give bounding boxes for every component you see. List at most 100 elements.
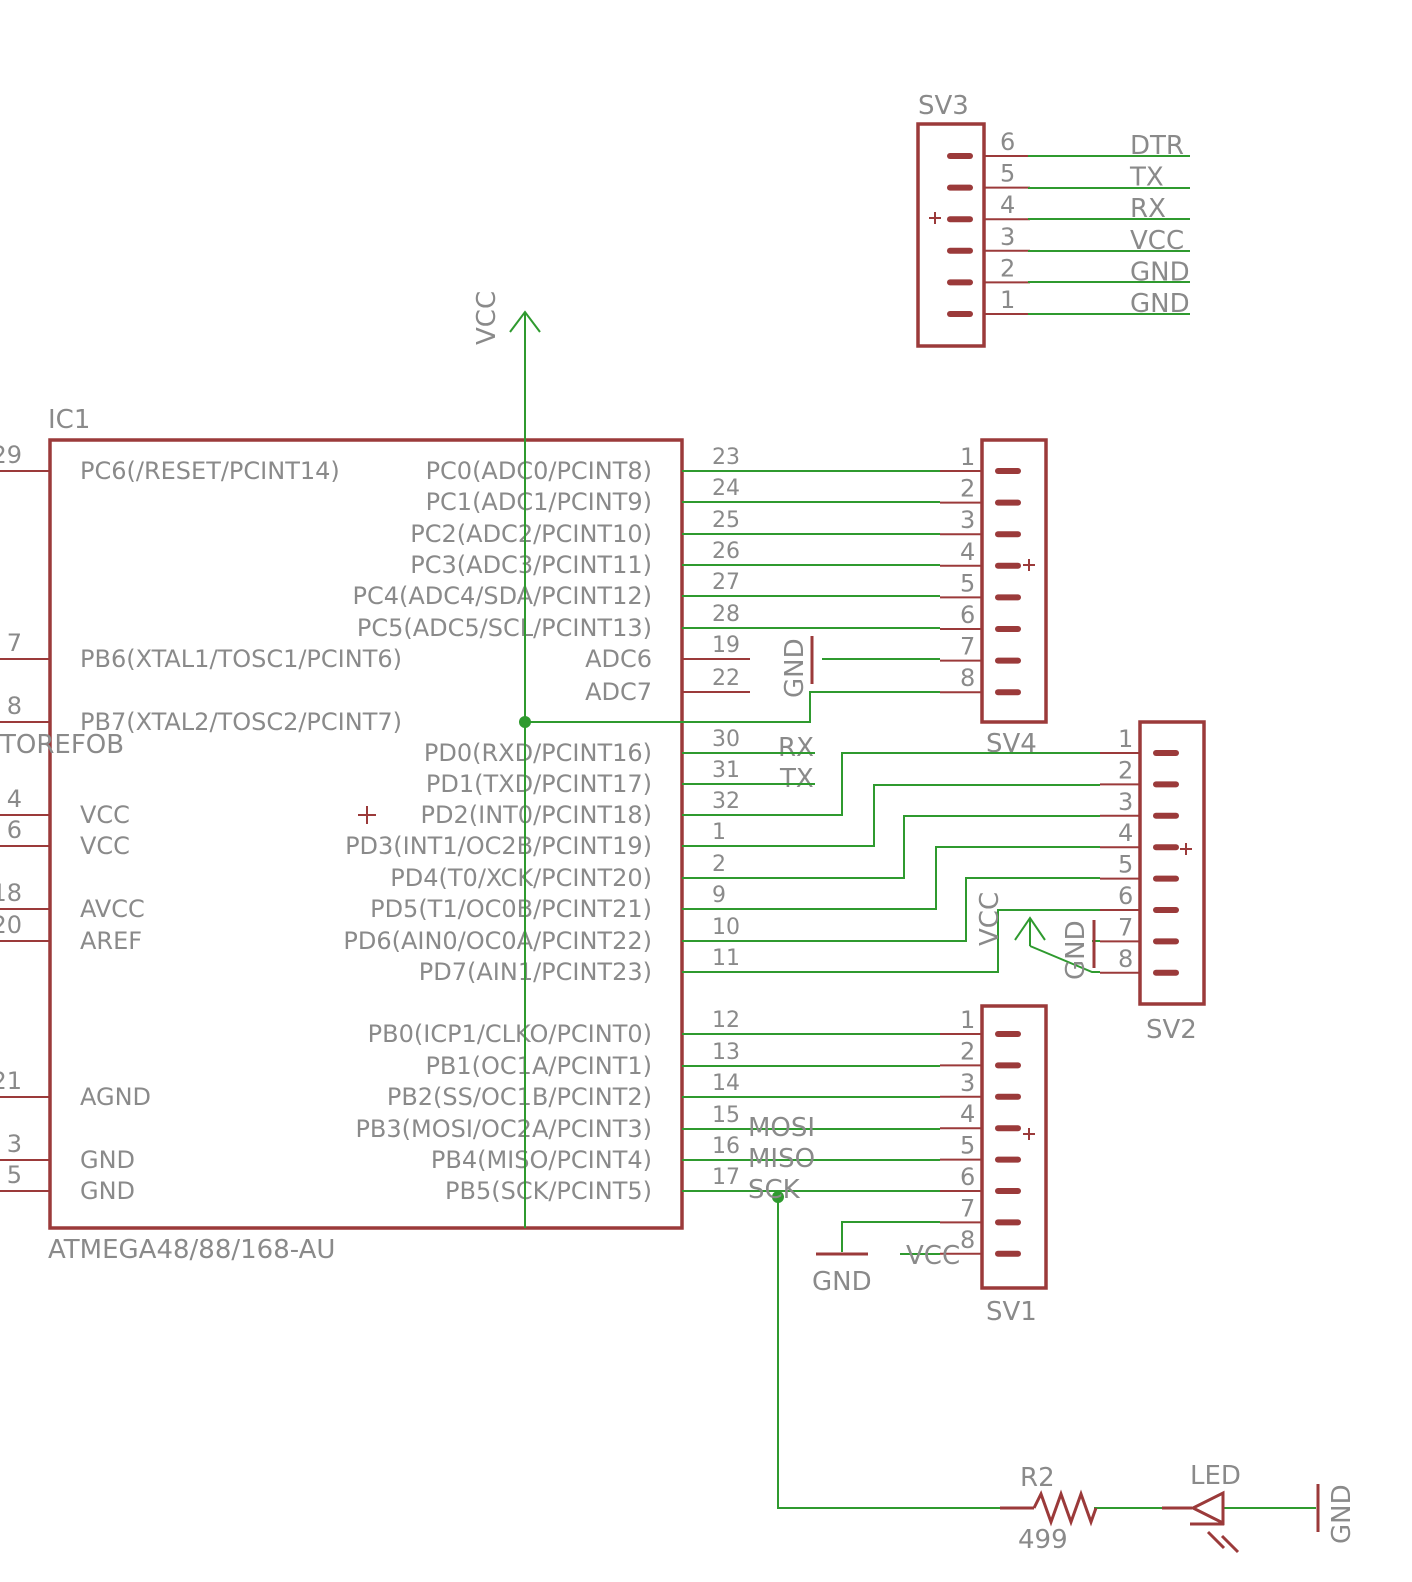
ic1-left-pin-label: AGND [80, 1083, 151, 1111]
ic1-right-pin-number: 26 [712, 539, 740, 564]
ic1-right-pin-number: 22 [712, 666, 740, 691]
ic1-right-pin-number: 25 [712, 508, 740, 533]
sv1-pin-number: 1 [960, 1006, 975, 1034]
ic1-right-pin-label: PD2(INT0/PCINT18) [421, 801, 652, 829]
ic1-right-pin-label: PC2(ADC2/PCINT10) [410, 520, 652, 548]
ic1-left-pin-label: AREF [80, 927, 142, 955]
sv3-net-label: RX [1130, 194, 1166, 224]
ic1-left-pins: 29PC6(/RESET/PCINT14)7PB6(XTAL1/TOSC1/PC… [0, 441, 402, 1205]
gnd-sv1-label: GND [812, 1267, 872, 1297]
net-label-mosi: MOSI [748, 1113, 815, 1143]
ic1-right-pin-label: PB2(SS/OC1B/PCINT2) [387, 1083, 652, 1111]
ic1-right-pin-number: 14 [712, 1071, 740, 1096]
ic1-left-pin-number: 29 [0, 441, 22, 469]
ic1-right-pin-label: PD0(RXD/PCINT16) [424, 739, 652, 767]
sv1-name: SV1 [986, 1297, 1037, 1327]
ic1-right-pin-label: ADC6 [585, 645, 652, 673]
sv2-pin-number: 6 [1118, 882, 1133, 910]
ic1-right-pin-number: 24 [712, 476, 740, 501]
sv1-pin-number: 4 [960, 1100, 975, 1128]
ic1-left-pin-label: GND [80, 1146, 135, 1174]
sv3-pin-number: 2 [1000, 254, 1015, 282]
sv3-pin-number: 3 [1000, 223, 1015, 251]
ic1-right-pin-number: 13 [712, 1040, 740, 1065]
vcc-sv2-label: VCC [975, 892, 1005, 946]
sv4-pin-number: 7 [960, 633, 975, 661]
wire-vcc-sv4-8 [525, 691, 940, 723]
ic1-right-pin-label: PD6(AIN0/OC0A/PCINT22) [343, 927, 652, 955]
ic1-right-pin-label: PB4(MISO/PCINT4) [431, 1146, 652, 1174]
ic1-left-pin-number: 4 [7, 785, 22, 813]
led-light-arrow [1206, 1530, 1226, 1550]
sv4-pin-number: 2 [960, 475, 975, 503]
gnd-supply-sv4: GND [780, 636, 814, 698]
ic1-right-pin-label: PB5(SCK/PCINT5) [445, 1177, 652, 1205]
sv1-pin-number: 3 [960, 1069, 975, 1097]
ic1-right-pin-number: 1 [712, 820, 726, 845]
ic1-left-pin-number: 6 [7, 816, 22, 844]
sv3-net-label: VCC [1130, 226, 1184, 256]
ic1-right-pin-number: 9 [712, 883, 726, 908]
vcc-supply-top: VCC [472, 291, 541, 1228]
ic1-body [48, 438, 684, 1230]
ic1-right-pin-number: 11 [712, 946, 740, 971]
net-labels: RX TX MOSI MISO SCK VCC [682, 733, 960, 1271]
net-label-miso: MISO [748, 1144, 815, 1174]
sv2-body [1138, 720, 1206, 1006]
wires [519, 155, 1316, 1509]
ic1-right-pin-number: 10 [712, 915, 740, 940]
sv3-pin-number: 5 [1000, 160, 1015, 188]
sv1-pin-number: 7 [960, 1194, 975, 1222]
ic1-right-pin-label: PD5(T1/OC0B/PCINT21) [370, 895, 652, 923]
ic1-right-pin-label: PB1(OC1A/PCINT1) [425, 1052, 652, 1080]
ic1-right-pin-label: PD7(AIN1/PCINT23) [419, 958, 652, 986]
ic1-name: IC1 [48, 405, 90, 435]
wire-pd2-sv2-1 [682, 752, 1100, 816]
ic1-left-pin-label: PB7(XTAL2/TOSC2/PCINT7) [80, 708, 402, 736]
net-label-vcc-sv1: VCC [906, 1241, 960, 1271]
ic1-left-pin-number: 8 [7, 692, 22, 720]
sv2-pin-number: 8 [1118, 945, 1133, 973]
sv3-pin-number: 4 [1000, 191, 1015, 219]
ic1-right-pin-label: PD1(TXD/PCINT17) [426, 770, 652, 798]
ic1-right-pin-label: PC4(ADC4/SDA/PCINT12) [353, 582, 653, 610]
led-triangle [1189, 1490, 1225, 1526]
vcc-top-label: VCC [472, 291, 502, 345]
ic1-left-pin-label: PB6(XTAL1/TOSC1/PCINT6) [80, 645, 402, 673]
ic1-value: ATMEGA48/88/168-AU [48, 1235, 335, 1265]
gnd-supply-sv2: GND [1061, 920, 1096, 980]
ic1-left-pin-number: 5 [7, 1161, 22, 1189]
sv2-pin-number: 1 [1118, 725, 1133, 753]
sv4-pin-number: 1 [960, 443, 975, 471]
led-diode: LED [1162, 1461, 1241, 1554]
ic1-left-pin-number: 21 [0, 1067, 22, 1095]
ic1-left-pin-label: PC6(/RESET/PCINT14) [80, 457, 340, 485]
sv1-pin-number: 5 [960, 1132, 975, 1160]
sv1-body [980, 1004, 1048, 1290]
ic1-partial-label: TOREFOB [0, 730, 124, 760]
sv4-pin-number: 3 [960, 506, 975, 534]
sv3-pin-number: 6 [1000, 128, 1015, 156]
net-label-rx: RX [778, 733, 814, 763]
sv2-name: SV2 [1146, 1015, 1197, 1045]
ic1-right-pin-label: PC0(ADC0/PCINT8) [426, 457, 652, 485]
ic1-right-pin-number: 17 [712, 1165, 740, 1190]
sv4-pin-number: 6 [960, 601, 975, 629]
sv2-pin-number: 5 [1118, 851, 1133, 879]
sv4-body [980, 438, 1048, 724]
ic1-left-pin-label: GND [80, 1177, 135, 1205]
ic1-left-pin-label: VCC [80, 801, 130, 829]
ic1-right-pin-number: 30 [712, 727, 740, 752]
wire-gnd-sv2-8 [1029, 945, 1100, 973]
ic1-right-pin-number: 28 [712, 602, 740, 627]
resistor-zigzag [1032, 1489, 1098, 1527]
gnd-sv2-label: GND [1061, 920, 1091, 980]
r2-resistor: R2 499 [1000, 1463, 1098, 1555]
gnd-sv4-label: GND [780, 638, 810, 698]
